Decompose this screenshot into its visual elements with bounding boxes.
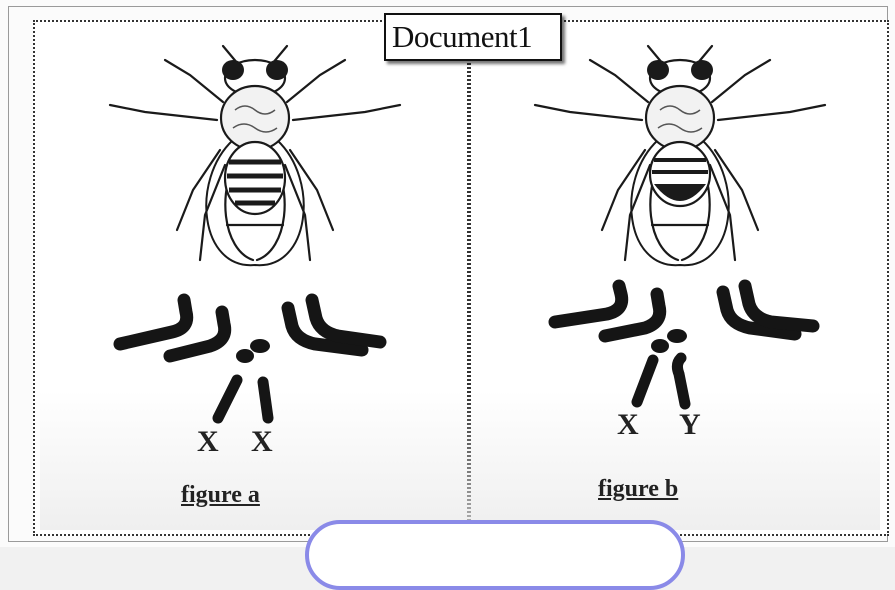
chromosome-label-b-1: X [617, 408, 640, 442]
document-title-box[interactable]: Document1 [384, 13, 562, 61]
document-page: X X X Y figure a figure b Document1 [0, 0, 895, 547]
chromosome-label-a-1: X [197, 425, 220, 459]
fly-a-icon [105, 40, 405, 280]
chromosome-label-b-2: Y [679, 408, 702, 442]
fly-b-icon [530, 40, 830, 280]
chromosomes-b-icon [545, 282, 825, 422]
figure-a-caption: figure a [181, 482, 260, 509]
callout-bubble[interactable] [305, 520, 685, 590]
chromosome-label-a-2: X [251, 425, 274, 459]
chromosomes-a-icon [110, 292, 390, 432]
figure-b-caption: figure b [598, 476, 678, 503]
